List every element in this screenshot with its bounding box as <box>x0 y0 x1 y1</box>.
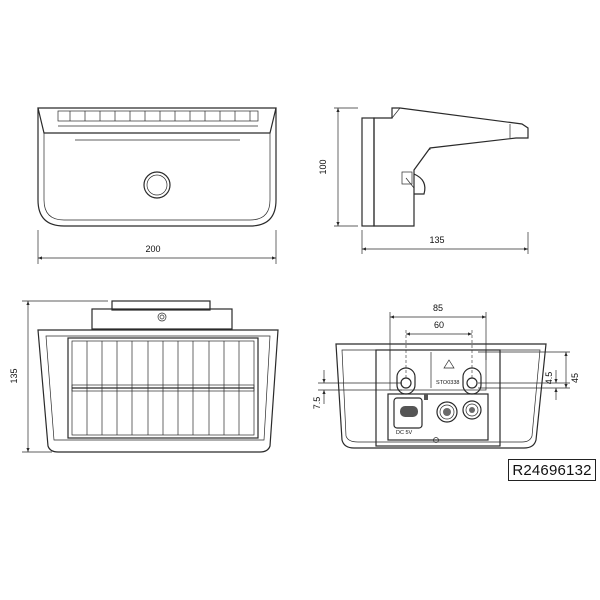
solar-cell-grid <box>86 341 240 435</box>
mounting-plate <box>375 349 501 447</box>
dim-label-100: 100 <box>318 159 328 174</box>
dim-hole-inner: 60 <box>405 320 473 378</box>
voltage-label: DC 5V <box>396 430 413 436</box>
dim-label-4-5: 4.5 <box>544 372 554 385</box>
dim-offset-right: 4.5 45 <box>478 351 580 400</box>
front-view <box>37 107 277 227</box>
dim-top-depth: 135 <box>9 300 108 453</box>
motion-sensor <box>143 171 171 199</box>
dim-front-width: 200 <box>37 230 277 264</box>
drawing-code: R24696132 <box>508 459 596 481</box>
side-view <box>361 107 529 227</box>
dim-label-7-5: 7.5 <box>312 397 322 410</box>
knob <box>462 400 482 420</box>
dim-label-200: 200 <box>145 244 160 254</box>
dc-port <box>436 401 458 423</box>
back-view: STO0338 DC 5V <box>335 343 547 449</box>
dim-front-height: 100 <box>318 107 358 227</box>
solar-panel <box>67 337 259 439</box>
dim-side-depth: 135 <box>361 230 529 254</box>
top-view <box>37 300 279 453</box>
dim-offset-left: 7.5 <box>312 370 402 409</box>
approval-mark: STO0338 <box>436 380 459 386</box>
dim-hole-outer: 85 <box>389 303 487 360</box>
dim-label-135-side: 135 <box>429 235 444 245</box>
dim-label-60: 60 <box>434 320 444 330</box>
power-switch <box>393 397 423 429</box>
dim-label-45: 45 <box>570 373 580 383</box>
dim-label-135-top: 135 <box>9 368 19 383</box>
front-panel-cells <box>69 111 251 121</box>
dim-label-85: 85 <box>433 303 443 313</box>
